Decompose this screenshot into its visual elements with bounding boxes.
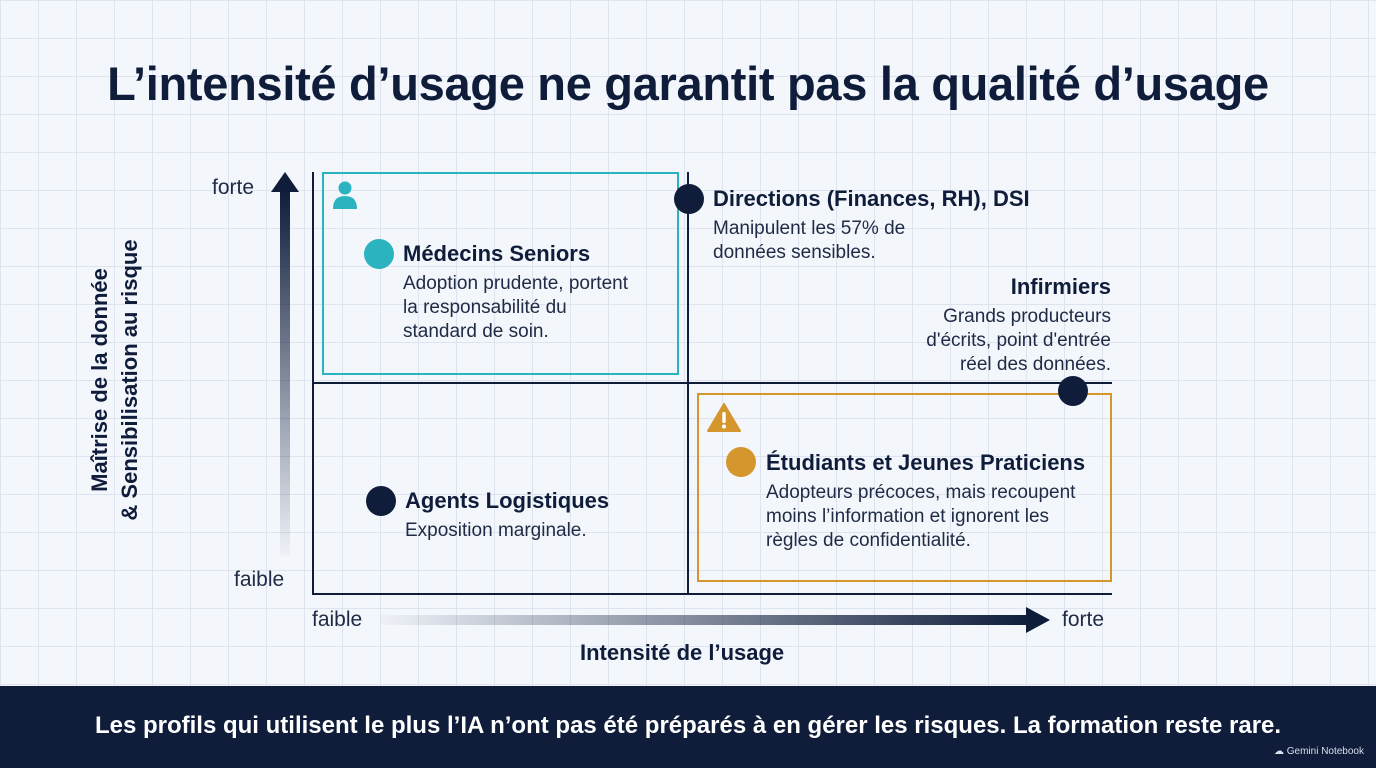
- medecins-desc-line: la responsabilité du: [403, 297, 567, 318]
- medecins-marker: [364, 239, 394, 269]
- matrix-horizontal-divider: [312, 382, 1112, 384]
- agents-description: Exposition marginale.: [405, 519, 587, 543]
- agents-title: Agents Logistiques: [405, 488, 610, 513]
- agents-marker: [366, 486, 396, 516]
- medecins-highlight-box: [322, 172, 679, 375]
- etudiants-description: Adopteurs précoces, mais recoupent moins…: [766, 481, 1075, 553]
- y-axis-arrow: [271, 172, 299, 556]
- agents-desc-line: Exposition marginale.: [405, 520, 587, 541]
- y-axis-title: Maîtrise de la donnée & Sensibilisation …: [85, 230, 155, 530]
- infirmiers-desc-line: Grands producteurs: [943, 306, 1111, 327]
- medecins-title: Médecins Seniors: [403, 241, 591, 266]
- footer-text: Les profils qui utilisent le plus l’IA n…: [94, 712, 1282, 739]
- etudiants-highlight-box: [697, 393, 1112, 582]
- x-axis-title: Intensité de l’usage: [580, 640, 785, 665]
- etudiants-desc-line: règles de confidentialité.: [766, 530, 971, 551]
- infirmiers-marker: [1058, 376, 1088, 406]
- etudiants-title: Étudiants et Jeunes Praticiens: [766, 450, 1086, 475]
- infirmiers-desc-line: réel des données.: [959, 354, 1111, 375]
- warning-icon: [707, 403, 741, 432]
- infirmiers-title: Infirmiers: [1010, 274, 1111, 299]
- x-axis-low-label: faible: [312, 608, 363, 631]
- infirmiers-description: Grands producteurs d'écrits, point d'ent…: [871, 305, 1111, 377]
- etudiants-desc-line: moins l’information et ignorent les: [766, 506, 1050, 527]
- etudiants-desc-line: Adopteurs précoces, mais recoupent: [766, 482, 1076, 503]
- infirmiers-desc-line: d'écrits, point d'entrée: [926, 330, 1111, 351]
- medecins-description: Adoption prudente, portent la responsabi…: [403, 272, 628, 344]
- matrix-bottom-border: [312, 593, 1112, 595]
- page-title: L’intensité d’usage ne garantit pas la q…: [107, 57, 1269, 110]
- y-axis-title-line2: & Sensibilisation au risque: [117, 239, 142, 521]
- y-axis-title-line1: Maîtrise de la donnée: [87, 268, 112, 492]
- brand-label: Gemini Notebook: [1286, 746, 1364, 757]
- x-axis-high-label: forte: [1062, 608, 1105, 631]
- footer-banner: [0, 686, 1376, 768]
- person-icon: [333, 181, 357, 209]
- medecins-desc-line: standard de soin.: [403, 321, 549, 342]
- y-axis-low-label: faible: [234, 568, 285, 591]
- etudiants-marker: [726, 447, 756, 477]
- directions-marker: [674, 184, 704, 214]
- x-axis-arrow: [380, 607, 1050, 633]
- medecins-desc-line: Adoption prudente, portent: [403, 273, 629, 294]
- directions-desc-line: Manipulent les 57% de: [713, 218, 906, 239]
- directions-description: Manipulent les 57% de données sensibles.: [713, 217, 905, 265]
- y-axis-high-label: forte: [212, 176, 255, 199]
- directions-desc-line: données sensibles.: [713, 242, 876, 263]
- directions-title: Directions (Finances, RH), DSI: [713, 186, 1030, 211]
- brand-watermark: ☁ Gemini Notebook: [1274, 746, 1364, 757]
- brand-logo-icon: ☁: [1273, 746, 1284, 757]
